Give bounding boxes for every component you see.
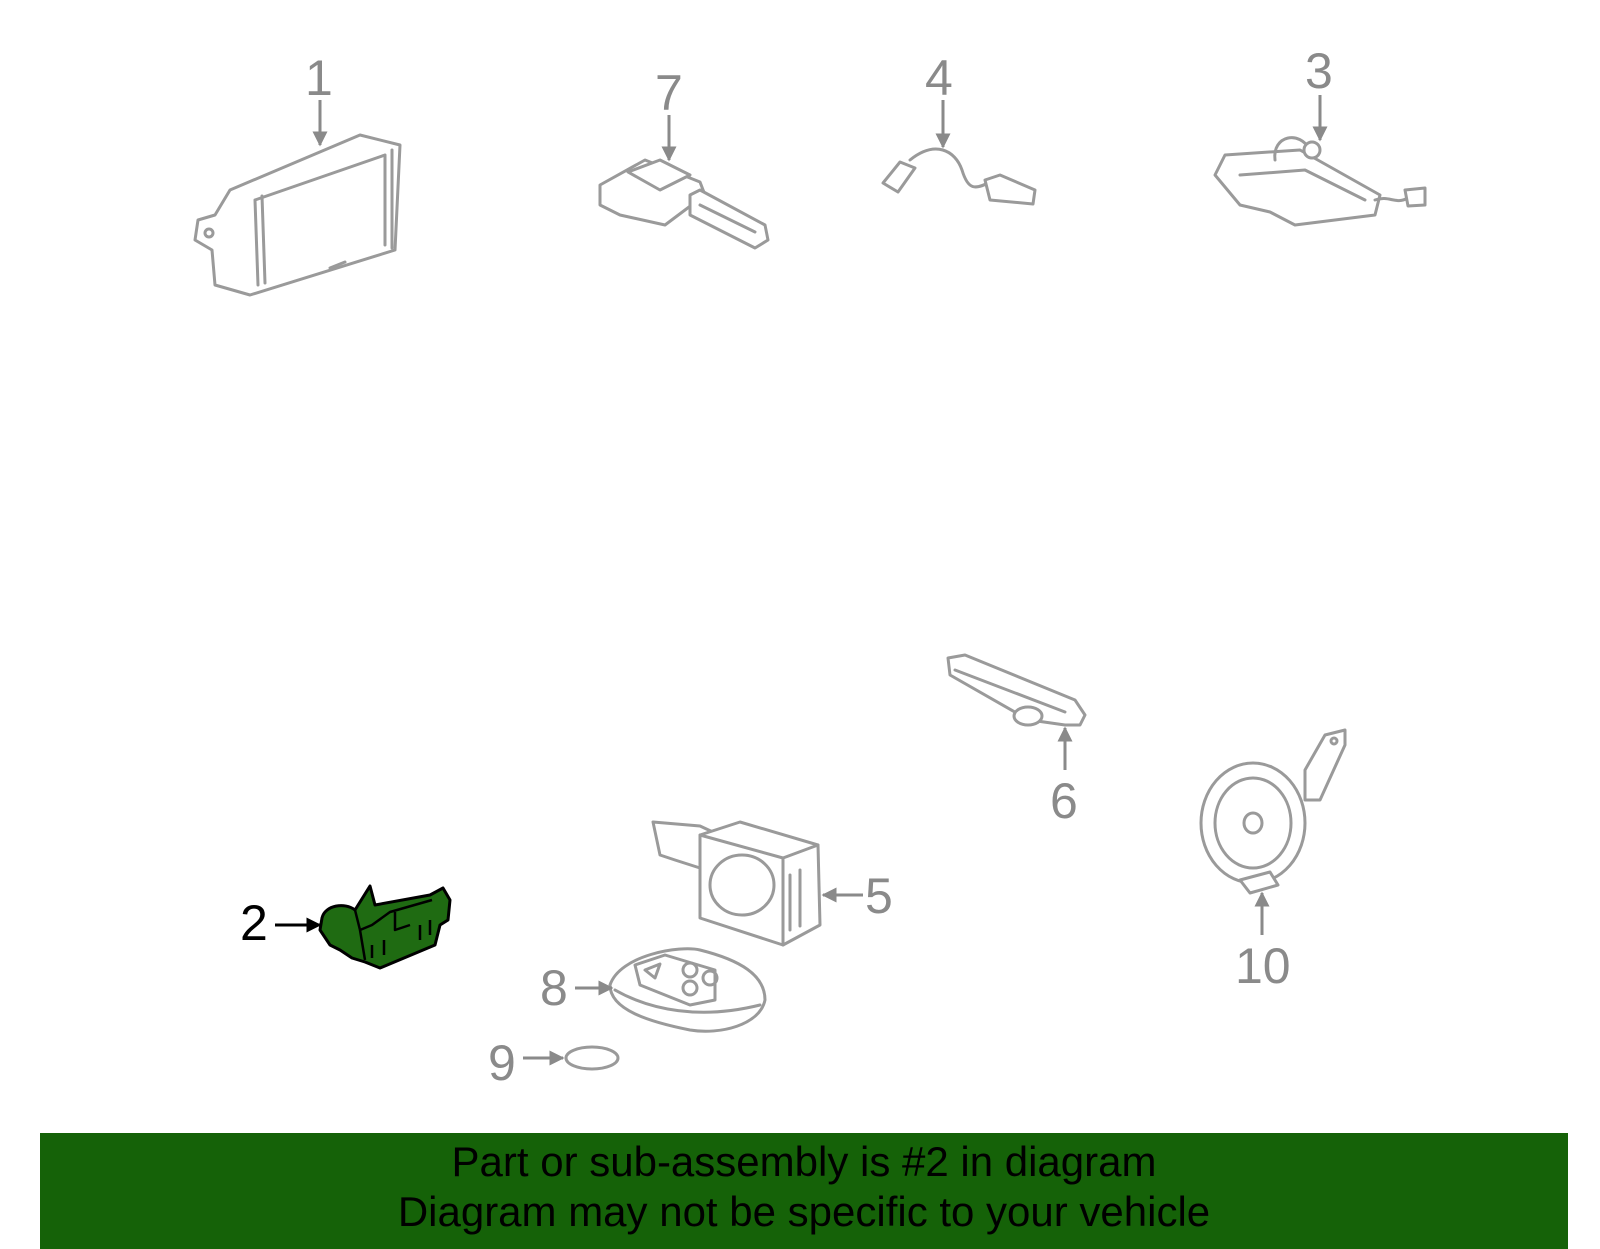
callout-8: 8: [540, 960, 568, 1016]
callout-3: 3: [1305, 43, 1333, 99]
callout-10: 10: [1235, 938, 1291, 994]
banner-line-1: Part or sub-assembly is #2 in diagram: [451, 1138, 1157, 1185]
part-8-keyfob[interactable]: [608, 947, 767, 1033]
part-6-sensor[interactable]: [946, 653, 1087, 727]
part-5-siren[interactable]: [651, 820, 822, 947]
part-1-module[interactable]: [193, 133, 402, 297]
callout-9: 9: [488, 1035, 516, 1091]
part-4-harness[interactable]: [881, 147, 1037, 206]
info-banner: Part or sub-assembly is #2 in diagram Di…: [40, 1133, 1568, 1249]
callout-5: 5: [865, 868, 893, 924]
callout-1: 1: [305, 50, 333, 106]
part-9-ring[interactable]: [564, 1045, 620, 1071]
part-3-bracket[interactable]: [1213, 136, 1427, 227]
callout-6: 6: [1050, 773, 1078, 829]
banner-line-2: Diagram may not be specific to your vehi…: [397, 1188, 1211, 1235]
part-7-key[interactable]: [598, 158, 770, 250]
callout-7: 7: [655, 65, 683, 121]
callout-4: 4: [925, 50, 953, 106]
part-10-horn[interactable]: [1199, 728, 1347, 895]
part-2-highlighted[interactable]: [318, 884, 452, 970]
callout-2: 2: [240, 895, 268, 951]
